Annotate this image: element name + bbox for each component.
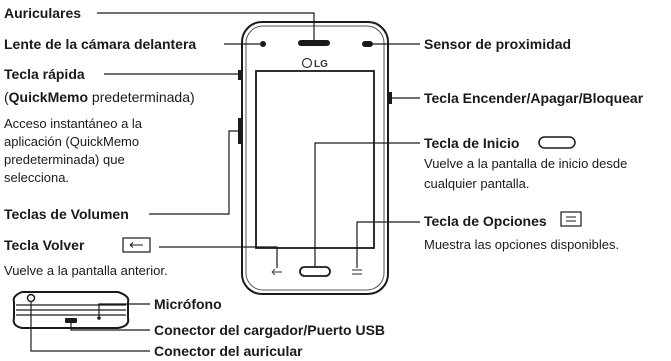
quick-key-desc-line-4: selecciona. (4, 170, 70, 185)
home-key-label-icon (538, 136, 576, 149)
usb-port-icon (65, 318, 77, 323)
label-front-camera: Lente de la cámara delantera (4, 36, 197, 52)
headset-jack-icon (26, 293, 36, 303)
leader-lines (30, 12, 420, 352)
label-proximity-sensor: Sensor de proximidad (424, 36, 572, 52)
options-key-label-icon (560, 211, 582, 227)
microphone-hole-icon (97, 316, 101, 320)
home-key-desc-line-1: Vuelve a la pantalla de inicio desde (424, 156, 628, 171)
label-microphone: Micrófono (154, 296, 222, 312)
lg-logo-icon (301, 57, 313, 69)
proximity-sensor-icon (362, 41, 373, 47)
label-quick-key: Tecla rápida (4, 66, 85, 82)
phone-inner-bezel (245, 25, 385, 291)
quick-key-desc-line-2: aplicación (QuickMemo (4, 134, 140, 149)
quick-key-default-rest: predeterminada) (88, 89, 195, 105)
power-key-icon (388, 92, 392, 104)
label-volume-keys: Teclas de Volumen (4, 206, 129, 222)
back-key-label-icon (122, 237, 151, 253)
label-power-key: Tecla Encender/Apagar/Bloquear (424, 90, 644, 106)
back-key-desc: Vuelve a la pantalla anterior. (4, 263, 168, 278)
options-key-desc: Muestra las opciones disponibles. (424, 237, 620, 252)
quick-key-desc-line-3: predeterminada) que (4, 152, 125, 167)
label-earpiece: Auriculares (4, 5, 82, 21)
label-quick-key-default: (QuickMemo predeterminada) (4, 89, 195, 105)
volume-keys-icon (238, 118, 242, 144)
label-back-key: Tecla Volver (4, 237, 85, 253)
phone-bottom-view (12, 291, 130, 329)
quick-key-desc-line-1: Acceso instantáneo a la (4, 116, 143, 131)
label-headset-jack: Conector del auricular (154, 343, 303, 359)
earpiece-icon (298, 40, 330, 46)
quick-key-icon (238, 70, 242, 80)
back-key-icon (271, 268, 282, 276)
label-charger-port: Conector del cargador/Puerto USB (154, 322, 386, 338)
front-camera-icon (260, 41, 266, 47)
label-home-key: Tecla de Inicio (424, 135, 520, 151)
home-key-desc-line-2: cualquier pantalla. (424, 176, 530, 191)
lg-brand-text: LG (314, 59, 328, 70)
quickmemo-bold: QuickMemo (8, 89, 89, 105)
label-options-key: Tecla de Opciones (424, 213, 547, 229)
menu-key-icon (352, 269, 362, 275)
